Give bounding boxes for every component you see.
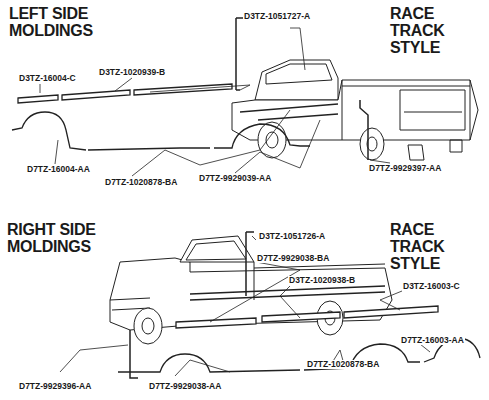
part-number: D7TZ-1020878-BA	[306, 360, 380, 369]
part-number: D7TZ-16003-AA	[400, 336, 465, 345]
leader-lines	[60, 236, 430, 376]
section-heading: RACE TRACK STYLE	[389, 6, 486, 56]
part-number: D3TZ-1020939-B	[98, 68, 166, 77]
part-number: D3TZ-16004-C	[18, 74, 77, 83]
part-number: D3TZ-1051726-A	[258, 232, 326, 241]
section-heading: RIGHT SIDE MOLDINGS	[6, 222, 128, 256]
part-number: D3TZ-1020938-B	[288, 276, 356, 285]
part-number: D7TZ-16004-AA	[26, 165, 91, 174]
bottom-truck	[110, 236, 392, 344]
section-heading: RACE TRACK STYLE	[389, 222, 486, 272]
part-number: D3TZ-1051727-A	[243, 12, 311, 21]
part-number: D7TZ-1020878-BA	[104, 178, 178, 187]
part-number: D7TZ-9929039-AA	[198, 174, 272, 183]
section-heading: LEFT SIDE MOLDINGS	[8, 6, 120, 40]
top-truck	[232, 60, 478, 160]
part-number: D7TZ-9929397-AA	[368, 164, 442, 173]
part-number: D3TZ-16003-C	[402, 282, 461, 291]
top-moldings	[12, 18, 368, 160]
part-number: D7TZ-9929038-AA	[148, 382, 222, 391]
leader-lines	[40, 28, 390, 176]
part-number: D7TZ-9929396-AA	[18, 382, 92, 391]
part-number: D7TZ-9929038-BA	[256, 254, 330, 263]
